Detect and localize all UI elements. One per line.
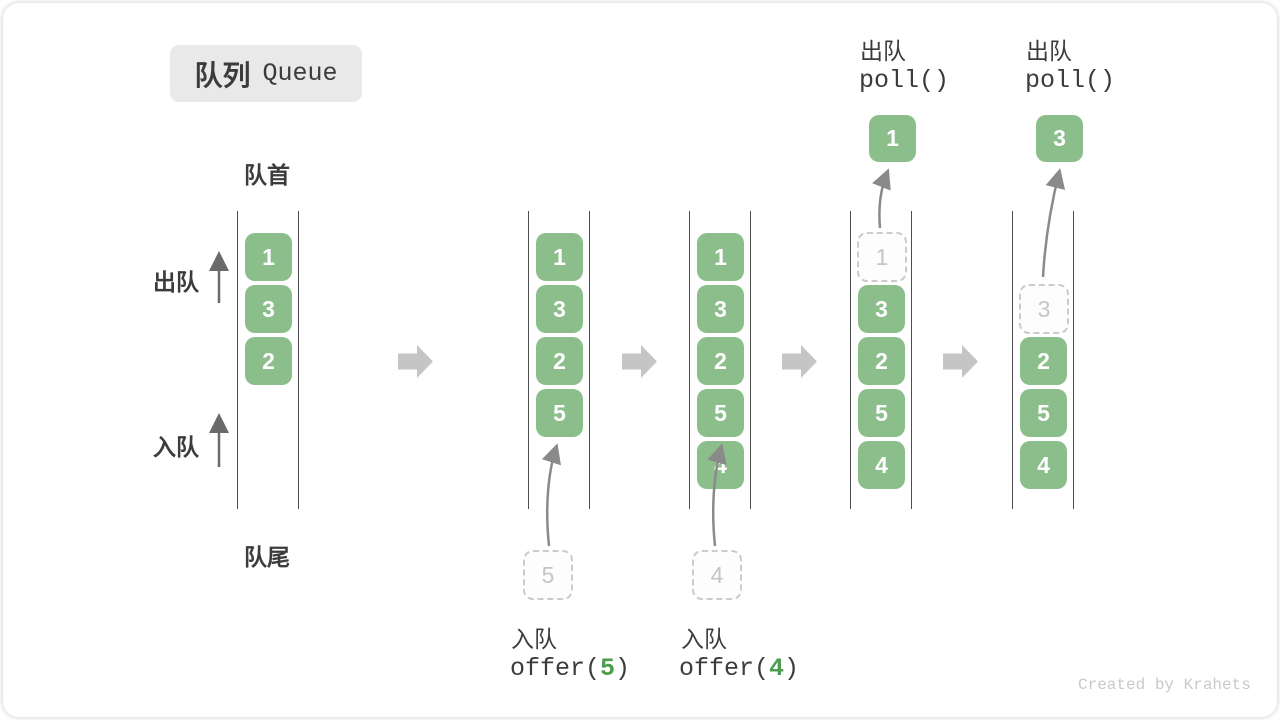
op-label-dequeue: 出队 — [860, 38, 906, 64]
title-en: Queue — [262, 59, 338, 88]
state2-left-wall — [528, 211, 529, 509]
state5-right-wall — [1073, 211, 1074, 509]
state1-right-wall — [298, 211, 299, 509]
code-pre: offer( — [510, 654, 601, 683]
incoming-element-ghost: 5 — [523, 550, 573, 600]
diagram-card — [3, 3, 1277, 717]
op-label-enqueue: 入队 — [681, 626, 727, 652]
op-label-enqueue: 入队 — [511, 626, 557, 652]
queue-element: 5 — [1020, 389, 1067, 437]
queue-element: 3 — [858, 285, 905, 333]
op-code-poll: poll() — [859, 66, 950, 95]
op-label-dequeue: 出队 — [1026, 38, 1072, 64]
code-arg: 4 — [769, 654, 785, 683]
state4-left-wall — [850, 211, 851, 509]
queue-element: 1 — [536, 233, 583, 281]
queue-element: 1 — [245, 233, 292, 281]
op-code-poll: poll() — [1025, 66, 1116, 95]
label-enqueue-side: 入队 — [153, 434, 199, 460]
code-post: ) — [615, 654, 631, 683]
state3-left-wall — [689, 211, 690, 509]
queue-element: 1 — [697, 233, 744, 281]
label-queue-rear: 队尾 — [244, 544, 290, 570]
removed-slot-ghost: 3 — [1019, 284, 1069, 334]
queue-element: 4 — [1020, 441, 1067, 489]
queue-element: 4 — [697, 441, 744, 489]
state5-left-wall — [1012, 211, 1013, 509]
op-code-offer5: offer(5) — [510, 654, 630, 683]
queue-element: 5 — [697, 389, 744, 437]
queue-element: 2 — [245, 337, 292, 385]
state2-right-wall — [589, 211, 590, 509]
queue-element: 3 — [536, 285, 583, 333]
watermark: Created by Krahets — [1078, 676, 1251, 694]
popped-element: 1 — [869, 115, 916, 162]
queue-element: 5 — [536, 389, 583, 437]
queue-element: 5 — [858, 389, 905, 437]
popped-element: 3 — [1036, 115, 1083, 162]
label-queue-front: 队首 — [244, 162, 290, 188]
state1-left-wall — [237, 211, 238, 509]
state4-right-wall — [911, 211, 912, 509]
queue-element: 2 — [697, 337, 744, 385]
queue-element: 2 — [536, 337, 583, 385]
code-arg: 5 — [600, 654, 616, 683]
op-code-offer4: offer(4) — [679, 654, 799, 683]
removed-slot-ghost: 1 — [857, 232, 907, 282]
code-post: ) — [784, 654, 800, 683]
title-badge: 队列 Queue — [170, 45, 362, 102]
incoming-element-ghost: 4 — [692, 550, 742, 600]
code-pre: offer( — [679, 654, 770, 683]
title-zh: 队列 — [194, 59, 251, 91]
state3-right-wall — [750, 211, 751, 509]
queue-element: 3 — [245, 285, 292, 333]
queue-element: 3 — [697, 285, 744, 333]
queue-element: 4 — [858, 441, 905, 489]
queue-element: 2 — [1020, 337, 1067, 385]
queue-element: 2 — [858, 337, 905, 385]
label-dequeue-side: 出队 — [153, 269, 199, 295]
